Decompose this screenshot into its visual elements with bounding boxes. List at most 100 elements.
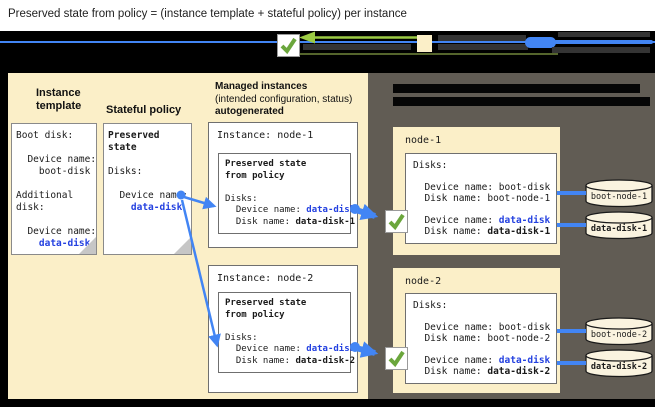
dark-panel-header-text-bar xyxy=(393,97,650,106)
legend-blue-arrow xyxy=(554,40,653,44)
doc-line: Device name: xyxy=(16,226,96,238)
doc-text: Disk name: xyxy=(225,216,296,227)
legend-text-bar xyxy=(558,32,650,37)
doc-text: data-disk-2 xyxy=(487,366,551,377)
doc-line: Disks: xyxy=(413,300,549,311)
disk-cylinder-boot-node-1: boot-node-1 xyxy=(585,179,653,208)
doc-text: Device name: xyxy=(413,215,499,226)
doc-text: Disks: xyxy=(108,166,143,177)
instance-title: Instance: node-2 xyxy=(217,273,314,284)
doc-text: Disks: xyxy=(413,160,448,171)
legend-green-arrow-icon xyxy=(299,31,417,44)
folded-corner-icon xyxy=(174,237,191,254)
doc-line: Device name: xyxy=(16,154,96,166)
doc-line: Additional xyxy=(16,190,92,202)
instance-template-label: Instance template xyxy=(36,87,82,112)
doc-text: boot-disk xyxy=(498,182,551,193)
vm-node-1: node-1 Disks: Device name: boot-disk Dis… xyxy=(393,127,560,255)
doc-line: Disks: xyxy=(225,194,344,206)
doc-line: Disk name: data-disk-1 xyxy=(225,216,355,229)
vm-node-2-disks-box: Disks: Device name: boot-disk Disk name:… xyxy=(405,293,557,384)
doc-text: boot-node-2 xyxy=(487,333,551,344)
managed-instances-heading: Managed instances (intended configuratio… xyxy=(215,81,371,119)
disk-label: data-disk-2 xyxy=(591,361,647,372)
dark-panel-header-text-bar xyxy=(393,84,640,93)
doc-line xyxy=(225,321,344,333)
legend-disk-oval-icon xyxy=(525,37,556,48)
page-title: Preserved state from policy = (instance … xyxy=(8,8,407,20)
doc-line: disk: xyxy=(16,202,92,214)
doc-text: state xyxy=(108,142,137,153)
doc-line: Disks: xyxy=(225,333,344,345)
doc-line: Preserved xyxy=(108,130,187,142)
disk-cylinder-data-disk-1: data-disk-1 xyxy=(585,211,653,240)
doc-text: boot-node-1 xyxy=(487,193,551,204)
doc-text: Device name: xyxy=(225,205,307,215)
doc-line: Disk name: boot-node-2 xyxy=(413,333,551,344)
managed-instances-heading-line3: autogenerated xyxy=(215,106,284,117)
managed-instances-heading-line1: Managed instances xyxy=(215,81,308,92)
legend-text-bar xyxy=(552,47,650,53)
vm-node-title: node-1 xyxy=(405,135,442,146)
doc-text: Disk name: xyxy=(225,355,296,366)
doc-text: Disks: xyxy=(225,193,258,204)
doc-text: Preserved state xyxy=(225,159,307,169)
doc-line: Disks: xyxy=(413,160,549,171)
doc-text: Boot disk: xyxy=(16,130,74,141)
doc-line: Preserved state xyxy=(225,159,344,171)
doc-line xyxy=(108,154,187,166)
doc-line xyxy=(108,178,187,190)
stateful-policy-label: Stateful policy xyxy=(106,104,182,116)
doc-line: Device name: data-disk xyxy=(225,344,355,356)
legend-blue-line xyxy=(0,41,655,43)
disk-label: data-disk-1 xyxy=(591,223,647,234)
disk-label: boot-node-1 xyxy=(591,192,647,202)
doc-text: data-disk xyxy=(16,238,91,249)
doc-text: Device name: xyxy=(225,344,307,354)
doc-text: data-disk-1 xyxy=(295,216,356,227)
doc-line xyxy=(413,311,549,322)
doc-text: data-disk-1 xyxy=(487,226,551,237)
doc-line: Boot disk: xyxy=(16,130,92,142)
doc-text: boot-disk xyxy=(498,322,551,333)
doc-text: Disks: xyxy=(225,332,258,343)
doc-line: Device name: data-disk xyxy=(413,355,550,366)
managed-instance-node-2: Instance: node-2 Preserved state from pol… xyxy=(208,265,358,393)
checkmark-icon xyxy=(280,37,297,55)
doc-line: Disk name: data-disk-2 xyxy=(225,355,355,368)
doc-text: boot-disk xyxy=(16,166,91,177)
doc-text: Device name: xyxy=(16,226,97,237)
checkmark-icon xyxy=(388,213,405,231)
vm-node-title: node-2 xyxy=(405,276,442,287)
doc-line xyxy=(225,182,344,194)
doc-line: Device name: boot-disk xyxy=(413,182,551,193)
doc-line: data-disk xyxy=(108,202,187,214)
disk-cylinder-data-disk-2: data-disk-2 xyxy=(585,349,653,378)
doc-text: data-disk-2 xyxy=(295,355,356,366)
doc-text: data-disk xyxy=(306,205,356,215)
doc-text: Additional xyxy=(16,190,74,201)
vm-node-1-disks-box: Disks: Device name: boot-disk Disk name:… xyxy=(405,153,557,244)
applied-check-node-2 xyxy=(385,347,408,370)
doc-text: Disk name: xyxy=(413,366,488,377)
doc-line: Disk name: data-disk-1 xyxy=(413,226,551,237)
doc-line: Disk name: boot-node-1 xyxy=(413,193,551,204)
disk-cylinder-boot-node-2: boot-node-2 xyxy=(585,317,653,346)
doc-line: from policy xyxy=(225,310,344,322)
doc-text: Device name: xyxy=(16,154,97,165)
managed-instances-heading-line2: (intended configuration, status) xyxy=(215,93,353,105)
doc-line: Device name: data-disk xyxy=(225,205,355,217)
doc-text: Preserved state xyxy=(225,298,307,308)
legend-check-box xyxy=(277,34,300,57)
doc-line: Disk name: data-disk-2 xyxy=(413,366,551,377)
doc-line: data-disk xyxy=(16,238,92,250)
legend-instance-swatch xyxy=(417,35,432,52)
doc-text: Disk name: xyxy=(413,226,488,237)
doc-line: Device name: data-disk xyxy=(413,215,550,226)
doc-text: Device name: xyxy=(413,355,499,366)
doc-text: Device name: xyxy=(413,322,499,333)
